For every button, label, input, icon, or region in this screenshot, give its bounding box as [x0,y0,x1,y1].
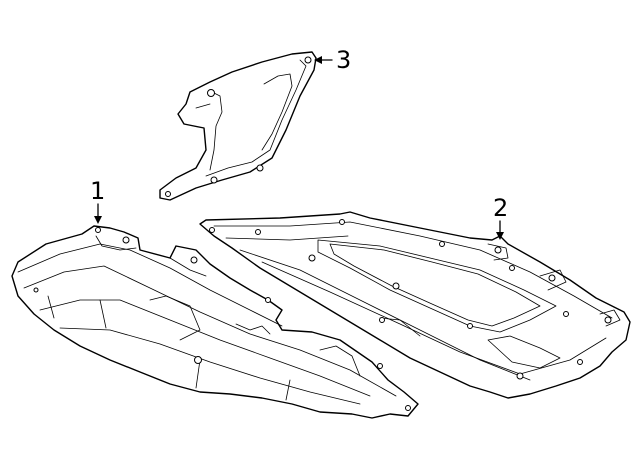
callout-arrowhead-3 [314,56,322,64]
rear-underbody-shield-icon[interactable] [199,211,631,399]
callout-2: 2 [493,194,508,240]
callout-1: 1 [90,177,105,224]
side-splash-shield-icon[interactable] [159,51,317,201]
callout-label-1: 1 [90,177,105,205]
front-underbody-shield-icon[interactable] [11,225,419,419]
callout-arrowhead-2 [496,232,504,240]
callout-3: 3 [314,46,351,74]
callout-arrowhead-1 [94,216,102,224]
callout-label-2: 2 [493,194,508,222]
callout-label-3: 3 [336,46,351,74]
